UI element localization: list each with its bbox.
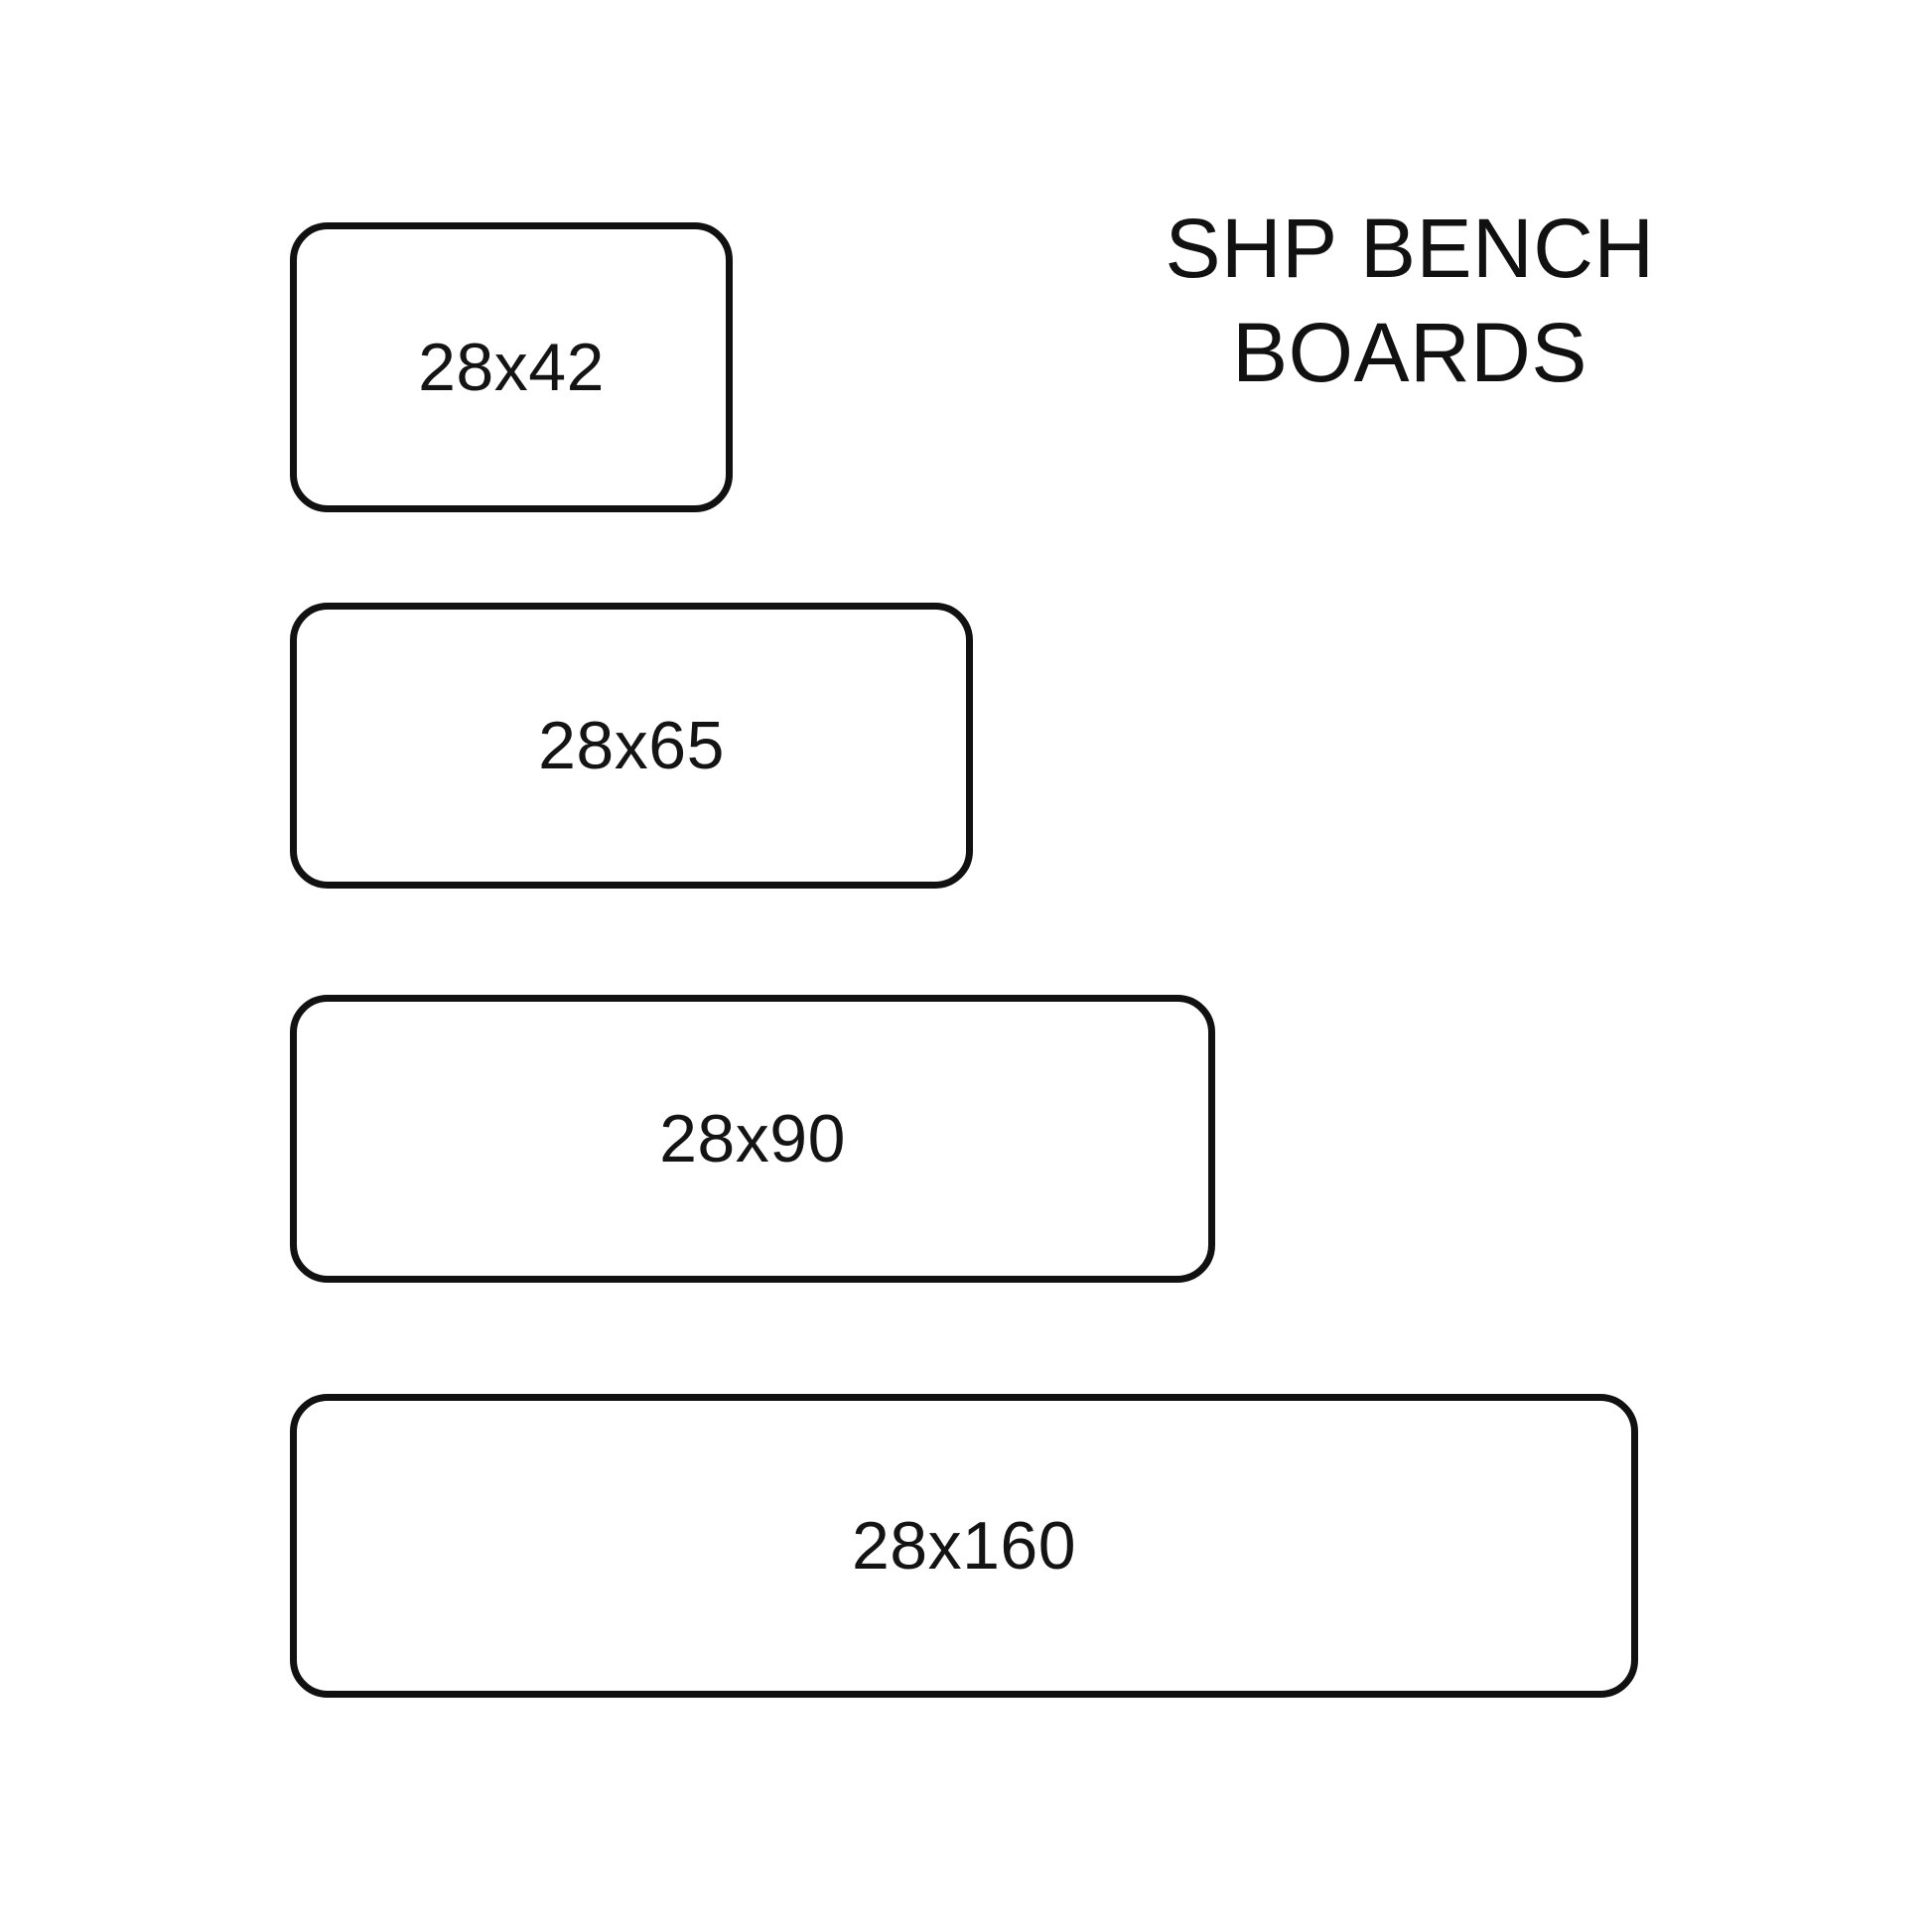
board-28x42: 28x42	[290, 222, 733, 512]
board-label-28x65: 28x65	[538, 708, 725, 783]
board-28x160: 28x160	[290, 1394, 1638, 1698]
board-28x90: 28x90	[290, 995, 1215, 1283]
board-label-28x160: 28x160	[851, 1508, 1077, 1584]
diagram-title: SHP BENCH BOARDS	[1013, 197, 1807, 405]
diagram-title-line-1: SHP BENCH	[1165, 202, 1655, 295]
diagram-title-line-2: BOARDS	[1232, 306, 1587, 399]
board-label-28x90: 28x90	[659, 1101, 846, 1176]
board-28x65: 28x65	[290, 603, 973, 889]
board-label-28x42: 28x42	[418, 330, 605, 405]
